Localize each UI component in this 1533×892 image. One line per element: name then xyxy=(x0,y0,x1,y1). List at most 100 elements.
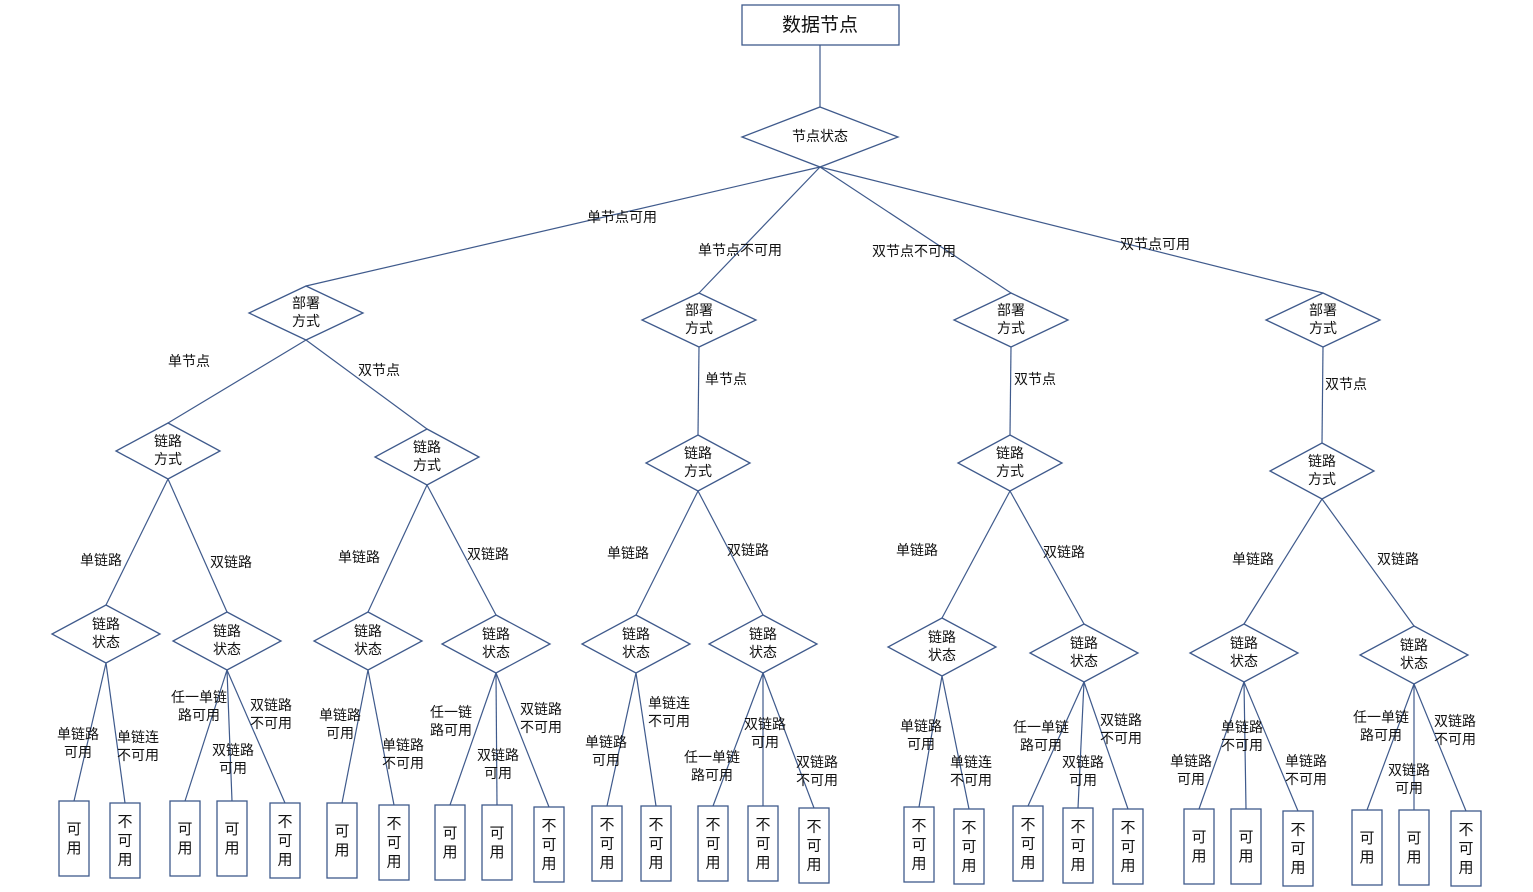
node-status-branch-line xyxy=(819,166,1012,294)
deploy-mode-label: 部署 方式 xyxy=(997,303,1025,337)
branch-label: 双节点不可用 xyxy=(872,244,956,260)
result-leaf-label: 不可用 xyxy=(1290,820,1306,876)
link-mode-line xyxy=(1243,498,1323,625)
link-mode-line xyxy=(367,484,428,613)
outcome-condition-label: 双链路 可用 xyxy=(744,717,786,751)
result-leaf-box xyxy=(903,806,935,883)
deploy-option-line xyxy=(1321,346,1324,444)
result-leaf-label: 不可用 xyxy=(911,816,927,872)
result-leaf-box xyxy=(1112,808,1144,885)
link-status-label: 链路 状态 xyxy=(92,617,120,651)
link-mode-line xyxy=(697,490,764,616)
link-status-label: 链路 状态 xyxy=(482,627,510,661)
result-leaf-box xyxy=(1062,807,1094,884)
outcome-line xyxy=(1366,683,1415,811)
link-mode-line xyxy=(941,490,1011,619)
result-leaf-box xyxy=(1398,809,1430,886)
outcome-condition-label: 单链路 不可用 xyxy=(1221,720,1263,754)
outcome-line xyxy=(341,669,369,804)
deploy-option-label: 双节点 xyxy=(1325,377,1367,393)
outcome-condition-label: 单链连 不可用 xyxy=(117,730,159,764)
result-leaf-box xyxy=(169,800,201,877)
result-leaf-box xyxy=(1450,810,1482,887)
outcome-condition-label: 单链连 不可用 xyxy=(648,696,690,730)
result-leaf-label: 不可用 xyxy=(117,812,133,868)
outcome-condition-label: 双链路 不可用 xyxy=(1100,713,1142,747)
result-leaf-box xyxy=(953,808,985,885)
result-leaf-box xyxy=(326,802,358,879)
result-leaf-box xyxy=(1282,810,1314,887)
result-leaf-box xyxy=(378,804,410,881)
result-leaf-box xyxy=(591,805,623,882)
result-leaf-box xyxy=(434,804,466,881)
link-mode-line xyxy=(1009,490,1085,625)
outcome-line xyxy=(1077,681,1085,809)
link-type-label: 单链路 xyxy=(1232,552,1274,568)
branch-label: 双节点可用 xyxy=(1120,237,1190,253)
deploy-option-label: 双节点 xyxy=(358,363,400,379)
outcome-line xyxy=(635,672,657,807)
outcome-line xyxy=(105,662,126,804)
result-leaf-box xyxy=(58,800,90,877)
result-leaf-label: 可用 xyxy=(1359,828,1375,866)
outcome-line xyxy=(712,672,764,807)
outcome-condition-label: 双链路 不可用 xyxy=(1434,714,1476,748)
link-mode-line xyxy=(1321,498,1415,627)
outcome-condition-label: 单链路 可用 xyxy=(900,719,942,753)
outcome-line xyxy=(941,675,970,810)
outcome-condition-label: 单链路 可用 xyxy=(319,708,361,742)
node-status-label: 节点状态 xyxy=(792,129,848,145)
link-mode-label: 链路 方式 xyxy=(1308,454,1336,488)
deploy-mode-label: 部署 方式 xyxy=(1309,303,1337,337)
outcome-condition-label: 双链路 可用 xyxy=(212,743,254,777)
deploy-option-label: 双节点 xyxy=(1014,372,1056,388)
outcome-condition-label: 任一链 路可用 xyxy=(430,705,472,739)
result-leaf-label: 不可用 xyxy=(1120,818,1136,874)
outcome-line xyxy=(1027,681,1085,807)
result-leaf-box xyxy=(747,805,779,882)
outcome-condition-label: 单链路 不可用 xyxy=(1285,754,1327,788)
outcome-line xyxy=(1083,681,1129,810)
outcome-line xyxy=(449,672,497,806)
node-status-branch-line xyxy=(819,166,1324,294)
link-status-label: 链路 状态 xyxy=(928,630,956,664)
deploy-mode-label: 部署 方式 xyxy=(292,296,320,330)
outcome-condition-label: 单链路 不可用 xyxy=(382,738,424,772)
outcome-line xyxy=(495,672,550,808)
outcome-line xyxy=(1243,681,1247,810)
result-leaf-label: 不可用 xyxy=(961,818,977,874)
result-leaf-box xyxy=(533,806,565,883)
outcome-line xyxy=(1198,681,1245,810)
result-leaf-label: 不可用 xyxy=(705,815,721,871)
result-leaf-label: 可用 xyxy=(66,819,82,857)
deploy-option-label: 单节点 xyxy=(168,354,210,370)
result-leaf-label: 可用 xyxy=(224,819,240,857)
result-leaf-label: 可用 xyxy=(1238,827,1254,865)
root-node-box xyxy=(741,4,900,46)
deploy-mode-label: 部署 方式 xyxy=(685,303,713,337)
branch-label: 单节点可用 xyxy=(587,210,657,226)
result-leaf-box xyxy=(1351,809,1383,886)
link-type-label: 双链路 xyxy=(467,547,509,563)
link-status-label: 链路 状态 xyxy=(213,624,241,658)
outcome-line xyxy=(226,669,286,804)
result-leaf-label: 不可用 xyxy=(277,812,293,868)
result-leaf-box xyxy=(1183,808,1215,885)
result-leaf-label: 不可用 xyxy=(755,815,771,871)
outcome-line xyxy=(606,672,637,807)
outcome-condition-label: 单链路 可用 xyxy=(1170,754,1212,788)
outcome-line xyxy=(367,669,395,806)
result-leaf-label: 不可用 xyxy=(1458,820,1474,876)
result-leaf-label: 可用 xyxy=(1406,828,1422,866)
deploy-option-label: 单节点 xyxy=(705,372,747,388)
outcome-line xyxy=(1413,683,1467,812)
link-status-label: 链路 状态 xyxy=(1070,636,1098,670)
outcome-condition-label: 双链路 可用 xyxy=(1388,763,1430,797)
link-type-label: 双链路 xyxy=(210,555,252,571)
outcome-condition-label: 双链路 不可用 xyxy=(520,702,562,736)
result-leaf-label: 不可用 xyxy=(1070,817,1086,873)
outcome-condition-label: 双链路 可用 xyxy=(1062,755,1104,789)
result-leaf-label: 不可用 xyxy=(599,815,615,871)
result-leaf-label: 可用 xyxy=(177,819,193,857)
link-status-label: 链路 状态 xyxy=(749,627,777,661)
